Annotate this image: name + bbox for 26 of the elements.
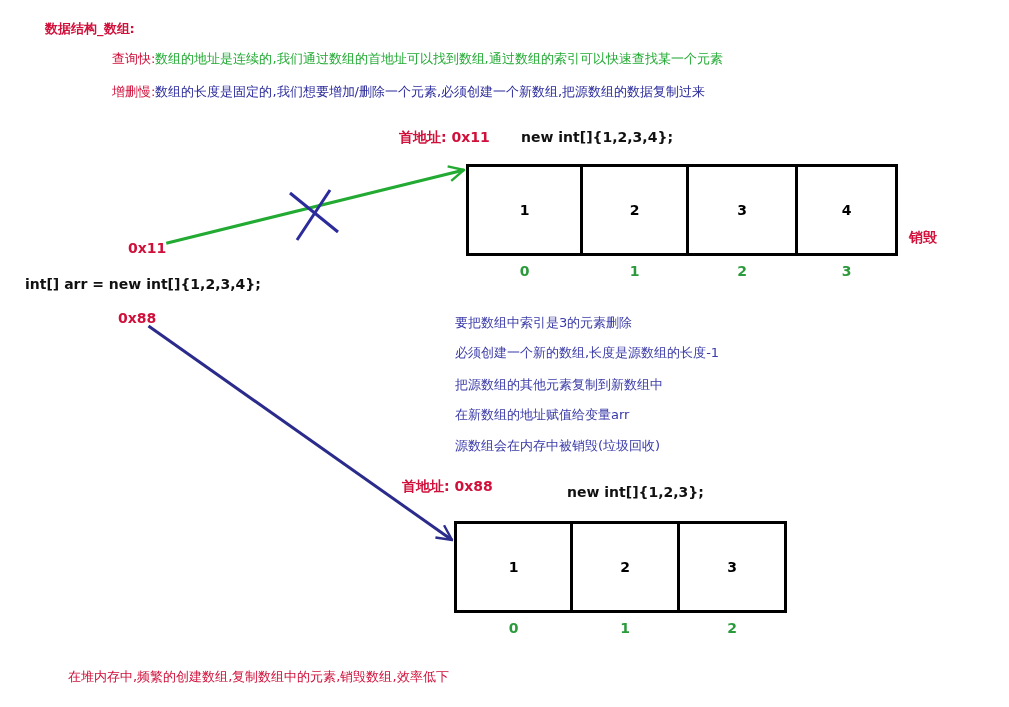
note-text: 把源数组的其他元素复制到新数组中 [455, 376, 663, 394]
note-text: 必须创建一个新的数组,长度是源数组的长度-1 [455, 344, 720, 362]
address-label: 0x11 [128, 240, 167, 256]
index-label: 1 [629, 263, 640, 279]
address-label: 0x88 [118, 310, 157, 326]
note-text: 在新数组的地址赋值给变量arr [455, 406, 630, 424]
index-label: 0 [519, 263, 530, 279]
note-text: 数组的地址是连续的,我们通过数组的首地址可以找到数组,通过数组的索引可以快速查找某一个元素 [155, 50, 723, 68]
heading-label: 增删慢: [112, 83, 156, 101]
index-label: 1 [620, 620, 630, 636]
code-label: new int[]{1,2,3,4}; [521, 129, 673, 145]
note-text: 数组的长度是固定的,我们想要增加/删除一个元素,必须创建一个新数组,把源数组的数据复制过来 [155, 83, 706, 101]
heading-label: 查询快: [112, 50, 156, 68]
index-label: 2 [737, 263, 748, 279]
address-label: 首地址: 0x88 [402, 478, 493, 496]
index-label: 0 [508, 620, 519, 636]
note-text: 要把数组中索引是3的元素删除 [455, 314, 633, 332]
title: 数据结构_数组: [45, 20, 135, 38]
index-label: 2 [727, 620, 737, 636]
note-label: 销毁 [909, 229, 937, 247]
note-text: 在堆内存中,频繁的创建数组,复制数组中的元素,销毁数组,效率低下 [68, 668, 449, 686]
note-text: 源数组会在内存中被销毁(垃圾回收) [455, 437, 661, 455]
address-label: 首地址: 0x11 [399, 129, 490, 147]
code-line: int[] arr = new int[]{1,2,3,4}; [25, 276, 261, 292]
index-label: 3 [841, 263, 852, 279]
code-label: new int[]{1,2,3}; [567, 484, 704, 500]
